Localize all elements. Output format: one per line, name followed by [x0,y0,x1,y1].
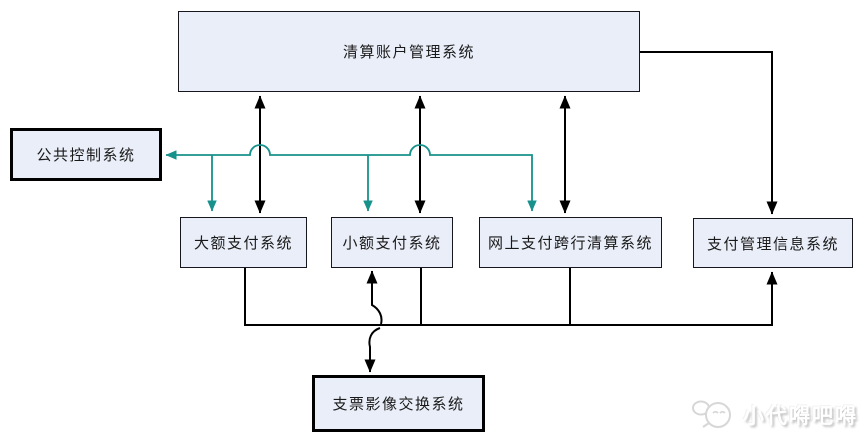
node-public-control-system: 公共控制系统 [10,128,162,181]
node-label: 清算账户管理系统 [342,44,475,61]
node-pmis-system: 支付管理信息系统 [693,218,853,268]
node-ibps-system: 网上支付跨行清算系统 [479,217,662,268]
edge-beps-cis [369,271,381,372]
edge-public-control-main [165,144,537,212]
node-cis-system: 支票影像交换系统 [312,375,485,432]
watermark-text: 小代嘚吧嘚 [743,405,858,428]
edge-clearing-pmis [640,51,778,215]
node-label: 小额支付系统 [342,235,442,252]
node-label: 大额支付系统 [193,235,293,252]
node-label: 支付管理信息系统 [706,235,839,253]
node-label: 网上支付跨行清算系统 [487,235,653,252]
node-label: 支票影像交换系统 [332,396,465,413]
edge-bus-pmis [244,268,778,326]
watermark: 小代嘚吧嘚 [689,394,858,436]
watermark-logo-icon [692,400,731,428]
node-label: 公共控制系统 [36,147,136,164]
node-beps-system: 小额支付系统 [331,217,453,268]
node-clearing-account-system: 清算账户管理系统 [178,11,640,92]
node-hvps-system: 大额支付系统 [180,217,307,268]
